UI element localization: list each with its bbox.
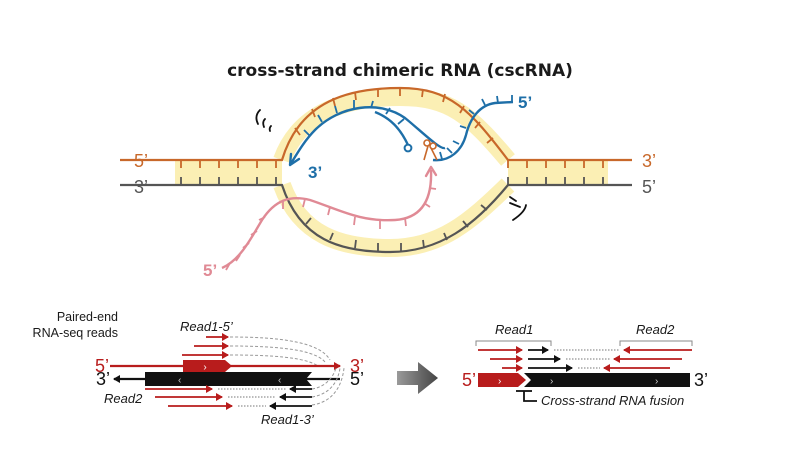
read1-3prime-label: Read1-3’ (261, 412, 315, 427)
fused-red-segment (478, 373, 526, 387)
fused-red-direction: › (498, 376, 501, 387)
read1-5prime-label: Read1-5’ (180, 319, 234, 334)
left-duplex-pairing (175, 160, 282, 185)
right-bottom-end-label: 5’ (642, 177, 656, 197)
read1-red-segments (478, 346, 523, 372)
right-top-end-label: 3’ (642, 151, 656, 171)
left-top-end-label: 5’ (134, 151, 148, 171)
right-top-ticks (507, 160, 604, 168)
read1-black-segments (528, 346, 573, 372)
bottom-bubble-pairing (273, 178, 515, 258)
caption-line-1: Paired-end (57, 310, 118, 324)
blue-rna-strand: 3’ 5’ (288, 93, 532, 182)
fusion-junction-marker (516, 390, 537, 402)
scissors-icon (423, 139, 438, 161)
black-strand-3prime-label: 3’ (96, 369, 110, 389)
left-bottom-ticks (180, 177, 277, 185)
read1-label: Read1 (495, 322, 533, 337)
fusion-label: Cross-strand RNA fusion (541, 393, 684, 408)
bottom-bubble-ticks (305, 204, 488, 251)
bottom-dna-strand (120, 183, 632, 254)
black-exon-block (145, 372, 312, 386)
right-bottom-ticks (507, 177, 604, 185)
transition-arrow-icon (397, 362, 438, 394)
right-duplex-pairing (508, 160, 608, 185)
blue-rna-5prime-label: 5’ (518, 93, 532, 112)
tension-marks-left (255, 109, 272, 132)
blue-rna-cleavage-end (403, 143, 413, 153)
tension-marks-right (509, 196, 527, 221)
dna-bubble-diagram: 5’ 3’ 3’ 5’ (120, 86, 656, 280)
red-strand-3prime-label: 3’ (350, 356, 364, 376)
read-pair-connectors-top (229, 336, 331, 367)
read-gap-dotted (218, 388, 286, 407)
pink-rna-5prime-label: 5’ (203, 261, 217, 280)
blue-rna-3prime-label: 3’ (308, 163, 322, 182)
caption-line-2: RNA-seq reads (33, 326, 118, 340)
read-brackets (475, 340, 693, 346)
chimeric-transcript-panel: Read1 Read2 › › (462, 322, 708, 408)
read1-3prime-arrows (269, 385, 312, 410)
left-top-ticks (180, 160, 277, 168)
fused-black-direction-1: › (550, 376, 553, 387)
read2-label: Read2 (104, 391, 143, 406)
black-strand-5prime-label: 5’ (350, 369, 364, 389)
fused-5prime-label: 5’ (462, 370, 476, 390)
read-pair-connectors-bottom (311, 367, 345, 406)
top-bubble-pairing (273, 87, 515, 166)
pink-rna-strand: 5’ (203, 165, 438, 280)
blue-rna-arrowhead (288, 152, 301, 167)
fused-3prime-label: 3’ (694, 370, 708, 390)
read-gap-dotted-right (554, 349, 620, 369)
fused-black-direction-2: › (655, 376, 658, 387)
fused-black-segment (524, 373, 690, 387)
black-exon-direction-2: ‹ (278, 375, 281, 386)
left-bottom-end-label: 3’ (134, 177, 148, 197)
black-exon-direction-1: ‹ (178, 375, 181, 386)
red-strand-5prime-label: 5’ (95, 356, 109, 376)
top-bubble-ticks (294, 88, 494, 144)
red-exon-block (183, 360, 232, 372)
read2-label-right: Read2 (636, 322, 675, 337)
paired-end-reads-panel: Paired-end RNA-seq reads Read1-5’ › 5’ 3… (33, 310, 364, 427)
red-exon-direction: › (203, 362, 206, 373)
read2-arrows (145, 385, 233, 410)
read2-red-segments (603, 346, 692, 372)
diagram-title: cross-strand chimeric RNA (cscRNA) (227, 61, 573, 81)
pink-rna-arrowhead (424, 165, 438, 178)
read1-5prime-arrows (182, 333, 229, 359)
